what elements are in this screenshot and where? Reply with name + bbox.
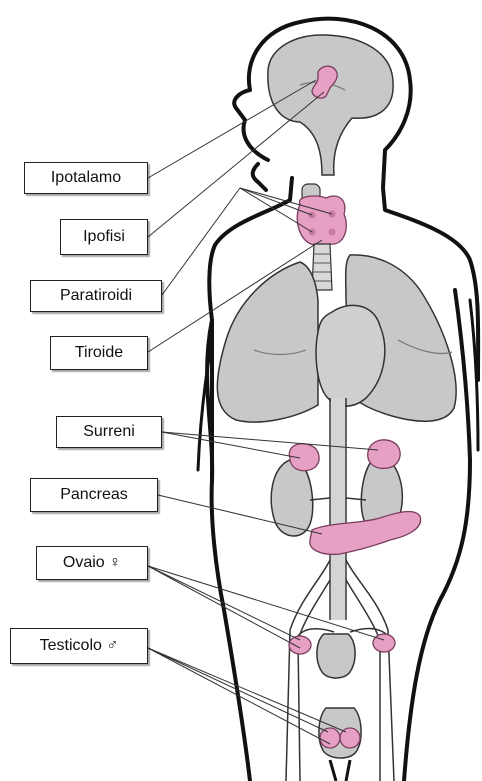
left-lung (217, 262, 318, 422)
left-testicle (320, 728, 340, 748)
label-hypothalamus: Ipotalamo (24, 162, 148, 194)
label-parathyroids: Paratiroidi (30, 280, 162, 312)
label-thyroid: Tiroide (50, 336, 148, 370)
brain (268, 35, 393, 175)
aorta (331, 398, 345, 620)
right-ovary (373, 634, 395, 652)
thyroid-gland (297, 196, 346, 246)
right-adrenal (368, 440, 400, 469)
left-ovary (289, 636, 311, 654)
label-pancreas: Pancreas (30, 478, 158, 512)
label-testicle: Testicolo ♂ (10, 628, 148, 664)
parathyroid-4 (329, 229, 336, 236)
left-kidney (271, 460, 313, 536)
uterus (317, 634, 355, 678)
label-pituitary: Ipofisi (60, 219, 148, 255)
label-adrenals: Surreni (56, 416, 162, 448)
label-ovary: Ovaio ♀ (36, 546, 148, 580)
